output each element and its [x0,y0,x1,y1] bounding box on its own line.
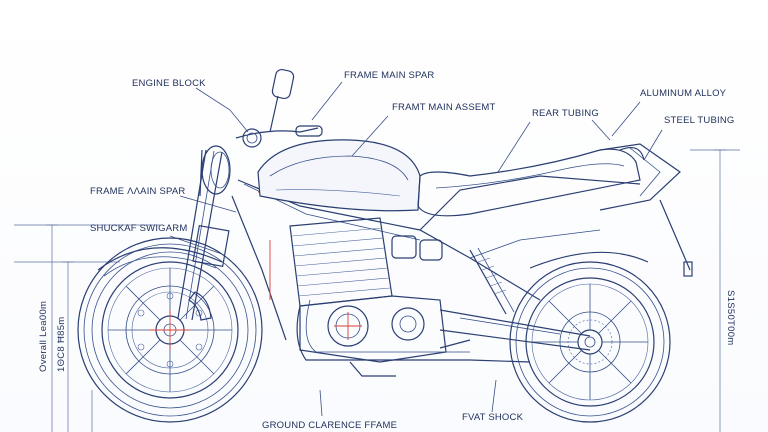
front-wheel [77,237,263,423]
label-engine-block: ENGINE BLOCK [132,78,206,89]
label-frame-main-assembly: FRAMT MAIN ASSEMT [392,102,496,113]
rear-wheel [509,251,671,423]
label-dimension-right: S1S50T00m [725,290,736,346]
tank-and-seat [257,139,693,277]
label-steel-tubing: STEEL TUBING [664,115,735,126]
label-frame-main-spar-left: FRAME ΛΛAIN SPAR [90,186,185,197]
label-aluminum-alloy: ALUMINUM ALLOY [640,88,727,99]
label-swingarm: SHUCKAF SWIGARM [90,223,187,234]
leader-lines [169,81,663,417]
engine-block [289,217,531,377]
label-frame-main-spar-top: FRAME MAIN SPAR [344,70,434,81]
label-ground-clearance: GROUND CLARENCE FFAME [262,420,397,431]
label-rear-tubing: REAR TUBING [532,108,599,119]
label-overall-length: Overall Lea00m [38,301,49,372]
dimension-lines [14,149,740,432]
label-rear-shock: FVAT SHOCK [462,412,524,423]
label-dimension-left: 1ΘC8 Ħ85m [56,317,67,373]
front-fork-assembly [177,68,323,321]
